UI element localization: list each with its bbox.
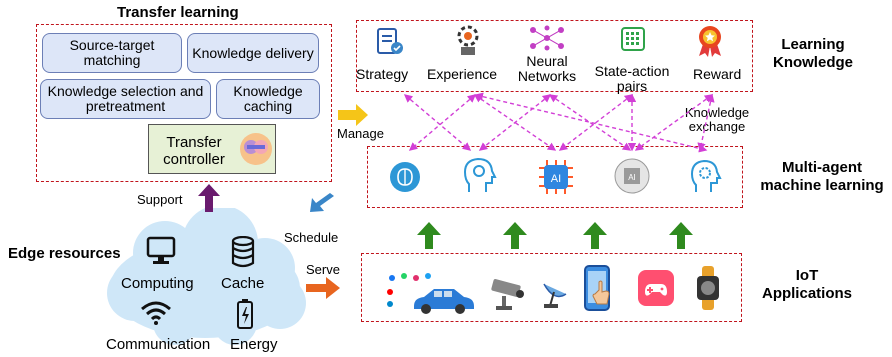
iot-to-marl-arrow-2 [503, 222, 527, 249]
neural-network-icon [527, 24, 567, 52]
serve-label: Serve [306, 262, 340, 277]
edge-item-computing: Computing [121, 275, 194, 292]
monitor-icon [146, 236, 176, 266]
experience-icon [452, 24, 484, 58]
edge-item-energy: Energy [230, 336, 278, 353]
iot-to-marl-arrow-3 [583, 222, 607, 249]
agent-gear-head-icon [690, 158, 722, 194]
knowledge-item-state-action: State-action pairs [594, 63, 670, 94]
learning-knowledge-box [356, 20, 753, 92]
knowledge-title: Learning Knowledge [772, 36, 853, 71]
state-action-icon [620, 26, 646, 52]
edge-item-communication: Communication [106, 336, 211, 353]
manage-arrow [338, 104, 368, 126]
manage-label: Manage [337, 126, 384, 141]
knowledge-item-experience: Experience [427, 66, 498, 82]
smartwatch-icon [695, 264, 721, 312]
iot-to-marl-arrow-1 [417, 222, 441, 249]
transfer-item-selection: Knowledge selection and pretreatment [40, 79, 211, 119]
agent-brain-icon [388, 160, 422, 194]
iot-to-marl-arrow-4 [669, 222, 693, 249]
serve-arrow [306, 277, 340, 299]
battery-icon [236, 298, 254, 330]
edge-item-cache: Cache [221, 275, 265, 292]
satellite-dish-icon [540, 274, 570, 310]
database-icon [230, 236, 256, 268]
transfer-learning-box [36, 24, 332, 182]
car-icon [410, 286, 476, 314]
knowledge-item-reward: Reward [693, 66, 742, 82]
edge-title: Edge resources [8, 245, 121, 262]
support-arrow [198, 184, 220, 212]
controller-icon [238, 131, 274, 167]
smartphone-touch-icon [583, 264, 615, 314]
agent-robot-chip-icon: AI [613, 156, 651, 196]
knowledge-item-strategy: Strategy [356, 66, 409, 82]
transfer-item-matching: Source-target matching [42, 33, 182, 73]
transfer-item-caching: Knowledge caching [216, 79, 320, 119]
strategy-icon [372, 24, 406, 58]
transfer-title: Transfer learning [117, 4, 239, 21]
wifi-icon [140, 300, 172, 326]
schedule-arrow [310, 193, 334, 212]
social-apps-icon [384, 270, 436, 312]
knowledge-item-neural-networks: Neural Networks [517, 53, 577, 84]
reward-icon [695, 24, 725, 58]
schedule-label: Schedule [284, 230, 339, 245]
transfer-item-delivery: Knowledge delivery [187, 33, 319, 73]
game-controller-icon [636, 268, 676, 308]
svg-text:AI: AI [551, 173, 561, 185]
agent-head-icon [463, 156, 497, 194]
agent-ai-chip-icon: AI [537, 158, 575, 196]
iot-box [361, 253, 742, 322]
svg-text:AI: AI [628, 173, 636, 182]
support-label: Support [137, 192, 183, 207]
security-camera-icon [488, 276, 530, 312]
iot-title: IoT Applications [761, 267, 852, 302]
transfer-controller-label: Transfer controller [163, 134, 225, 168]
marl-title: Multi-agent machine learning [760, 159, 884, 194]
